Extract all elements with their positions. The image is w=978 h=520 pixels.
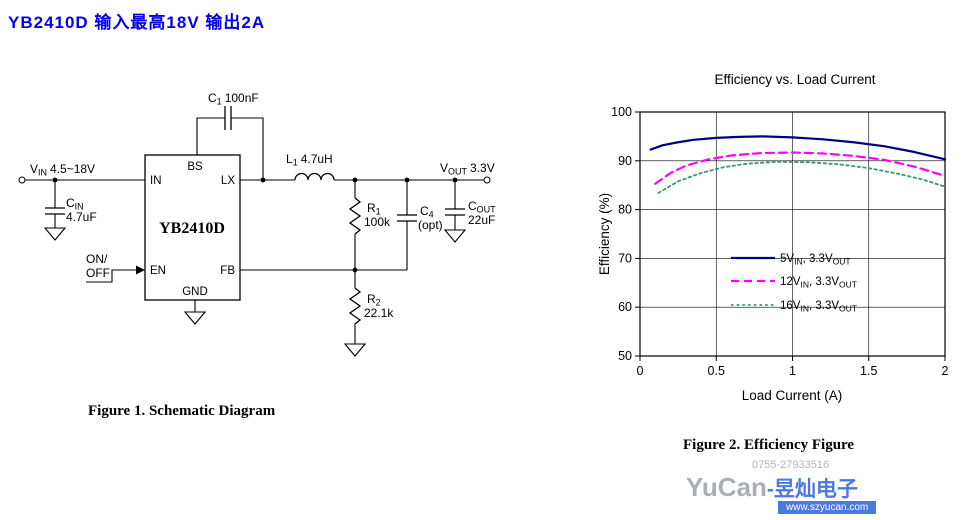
ic-name: YB2410D [159, 220, 225, 237]
y-tick-label: 50 [618, 349, 632, 363]
x-tick-label: 2 [942, 364, 949, 378]
capacitor-cin [45, 207, 65, 215]
en-on-label: ON/ [86, 252, 108, 266]
chart-series [649, 135, 947, 194]
series-line-2 [657, 160, 946, 194]
cin-value: 4.7uF [66, 210, 97, 224]
ground-symbol-cout [443, 229, 467, 243]
capacitor-cout [445, 208, 465, 216]
r1-label: R1 [367, 201, 381, 217]
cout-value: 22uF [468, 213, 495, 227]
pin-in: IN [150, 175, 162, 187]
figure1-caption: Figure 1. Schematic Diagram [88, 403, 276, 419]
en-arrow-icon [136, 265, 145, 275]
efficiency-chart: Efficiency vs. Load Current 506070809010… [597, 72, 949, 403]
pin-gnd: GND [182, 286, 208, 298]
chart-title: Efficiency vs. Load Current [714, 72, 875, 87]
watermark-brand-en: YuCan [686, 472, 767, 502]
cin-label: CIN [66, 196, 84, 212]
watermark-brand: YuCan-昱灿电子 [686, 472, 858, 503]
ground-symbol-ic [183, 311, 207, 325]
output-terminal [483, 176, 491, 184]
series-line-0 [649, 135, 947, 161]
y-tick-label: 90 [618, 154, 632, 168]
chart-legend: 5VIN, 3.3VOUT 12VIN, 3.3VOUT 16VIN, 3.3V… [731, 253, 857, 314]
ic-body [144, 154, 241, 301]
input-terminal [18, 176, 26, 184]
r2-label: R2 [367, 292, 381, 308]
pin-en: EN [150, 265, 166, 277]
inductor-l1 [294, 172, 335, 181]
c4-value: (opt) [418, 218, 443, 232]
pin-lx: LX [221, 175, 235, 187]
y-tick-label: 70 [618, 251, 632, 265]
pin-fb: FB [220, 265, 235, 277]
watermark-phone: 0755-27933516 [752, 459, 830, 471]
r2-value: 22.1k [364, 306, 394, 320]
x-tick-label: 1 [789, 364, 796, 378]
chart-grid [635, 111, 946, 361]
figure2-caption: Figure 2. Efficiency Figure [683, 437, 855, 453]
watermark-brand-cn: -昱灿电子 [766, 478, 858, 501]
capacitor-c4 [397, 214, 417, 222]
resistor-r2 [348, 287, 362, 325]
page-title: YB2410D 输入最高18V 输出2A [8, 13, 266, 32]
plot-border [639, 111, 946, 357]
ground-symbol-cin [43, 227, 67, 241]
c4-label: C4 [420, 204, 434, 220]
schematic-wires [18, 106, 491, 357]
x-tick-label: 0 [637, 364, 644, 378]
legend-label-5vin: 5VIN, 3.3VOUT [780, 253, 851, 267]
legend-label-16vin: 16VIN, 3.3VOUT [780, 300, 857, 314]
legend-label-12vin: 12VIN, 3.3VOUT [780, 276, 857, 290]
ground-symbol-r2 [343, 343, 367, 357]
x-axis-label: Load Current (A) [742, 388, 843, 403]
watermark-site: www.szyucan.com [778, 501, 877, 514]
resistor-r1 [348, 197, 362, 235]
y-tick-label: 80 [618, 203, 632, 217]
cout-label: COUT [468, 199, 496, 215]
series-line-1 [654, 151, 947, 185]
y-tick-label: 100 [611, 105, 632, 119]
y-tick-label: 60 [618, 300, 632, 314]
en-off-label: OFF [86, 266, 110, 280]
x-tick-label: 0.5 [708, 364, 725, 378]
chart-tick-labels: 50 60 70 80 90 100 0 0.5 1 1.5 2 [611, 105, 948, 378]
capacitor-c1 [224, 106, 232, 130]
pin-bs: BS [187, 161, 203, 173]
x-tick-label: 1.5 [860, 364, 877, 378]
y-axis-label: Efficiency (%) [597, 193, 612, 275]
r1-value: 100k [364, 215, 391, 229]
